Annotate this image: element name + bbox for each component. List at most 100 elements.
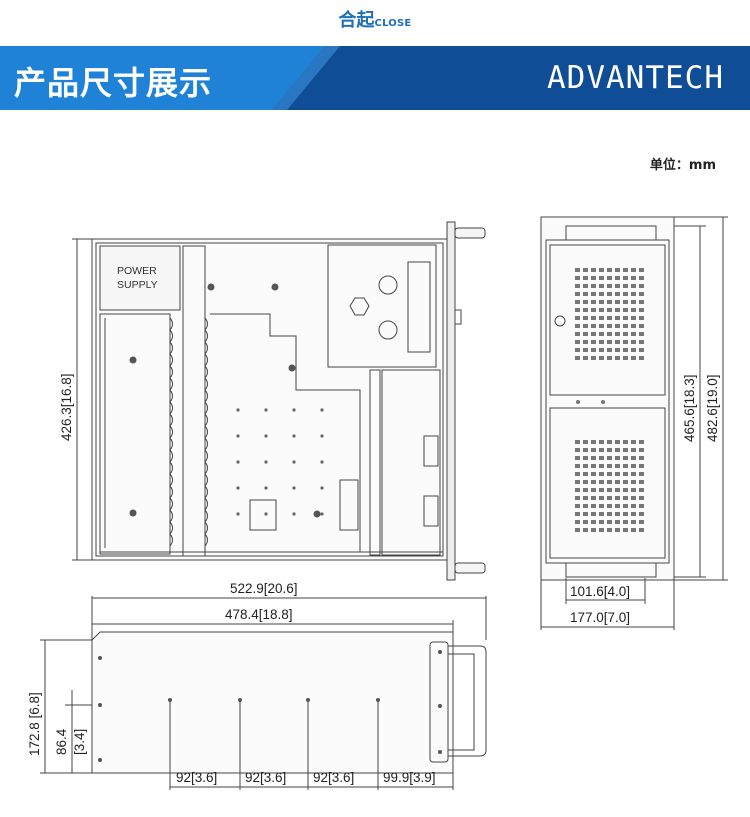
vent-slot	[623, 512, 628, 516]
spacing-dimension-1: 92[3.6]	[176, 770, 217, 785]
side-view	[40, 596, 487, 790]
vent-slot	[591, 528, 596, 532]
vent-slot	[591, 300, 596, 304]
vent-slot	[607, 340, 612, 344]
vent-slot	[623, 456, 628, 460]
vent-slot	[599, 292, 604, 296]
vent-slot	[623, 464, 628, 468]
vent-slot	[615, 356, 620, 360]
vent-slot	[591, 268, 596, 272]
psu-label-line2: SUPPLY	[117, 279, 158, 291]
spacing-dimension-4: 99.9[3.9]	[383, 770, 436, 785]
vent-slot	[599, 520, 604, 524]
vent-slot	[575, 496, 580, 500]
section-title: 产品尺寸展示	[14, 64, 213, 102]
vent-slot	[599, 340, 604, 344]
vent-slot	[591, 496, 596, 500]
vent-slot	[583, 332, 588, 336]
vent-slot	[623, 520, 628, 524]
vent-slot	[607, 292, 612, 296]
side-hole	[98, 656, 102, 660]
vent-slot	[639, 268, 644, 272]
side-height-half-dimension: 86.4	[54, 728, 69, 755]
vent-slot	[591, 316, 596, 320]
vent-slot	[599, 284, 604, 288]
vent-slot	[575, 472, 580, 476]
vent-slot	[599, 316, 604, 320]
vent-slot	[639, 472, 644, 476]
vent-slot	[639, 504, 644, 508]
vent-slot	[575, 292, 580, 296]
vent-slot	[631, 496, 636, 500]
mount-hole	[236, 434, 240, 438]
mount-hole	[320, 408, 324, 412]
vent-slot	[615, 448, 620, 452]
vent-slot	[583, 504, 588, 508]
vent-slot	[623, 300, 628, 304]
spacing-dimension-2: 92[3.6]	[245, 770, 286, 785]
vent-slot	[591, 324, 596, 328]
front-width-outer-dimension: 177.0[7.0]	[570, 610, 630, 625]
mount-hole	[264, 460, 268, 464]
vent-slot	[607, 456, 612, 460]
vent-slot	[607, 356, 612, 360]
vent-slot	[591, 276, 596, 280]
front-height-outer-dimension: 482.6[19.0]	[705, 374, 720, 442]
vent-slot	[631, 528, 636, 532]
vent-slot	[639, 308, 644, 312]
vent-slot	[607, 448, 612, 452]
mount-hole	[264, 434, 268, 438]
mount-hole	[320, 434, 324, 438]
vent-slot	[607, 332, 612, 336]
mount-hole	[264, 486, 268, 490]
vent-slot	[583, 300, 588, 304]
vent-slot	[631, 332, 636, 336]
vent-slot	[639, 480, 644, 484]
vent-slot	[575, 324, 580, 328]
vent-slot	[591, 512, 596, 516]
mount-hole	[320, 486, 324, 490]
vent-slot	[607, 512, 612, 516]
vent-slot	[607, 268, 612, 272]
mount-hole	[264, 408, 268, 412]
close-link[interactable]: 合起CLOSE	[0, 6, 750, 32]
vent-slot	[615, 496, 620, 500]
vent-slot	[615, 440, 620, 444]
vent-slot	[591, 464, 596, 468]
vent-slot	[575, 488, 580, 492]
vent-slot	[631, 316, 636, 320]
vent-slot	[583, 308, 588, 312]
vent-slot	[615, 472, 620, 476]
vent-slot	[607, 440, 612, 444]
vent-slot	[599, 324, 604, 328]
vent-slot	[623, 308, 628, 312]
vent-slot	[583, 268, 588, 272]
vent-slot	[639, 488, 644, 492]
vent-slot	[623, 356, 628, 360]
vent-slot	[615, 456, 620, 460]
vent-slot	[631, 324, 636, 328]
vent-slot	[583, 464, 588, 468]
vent-slot	[591, 308, 596, 312]
vent-slot	[631, 504, 636, 508]
mount-hole	[292, 408, 296, 412]
vent-slot	[639, 324, 644, 328]
side-hole	[306, 698, 310, 702]
spacing-dimension-3: 92[3.6]	[313, 770, 354, 785]
mount-hole	[320, 512, 324, 516]
vent-slot	[591, 356, 596, 360]
vent-slot	[615, 520, 620, 524]
mount-hole	[236, 460, 240, 464]
vent-slot	[599, 528, 604, 532]
screw-icon	[129, 356, 137, 364]
psu-label-line1: POWER	[117, 265, 157, 277]
vent-slot	[639, 340, 644, 344]
vent-slot	[631, 456, 636, 460]
vent-slot	[583, 496, 588, 500]
vent-slot	[631, 440, 636, 444]
vent-slot	[631, 472, 636, 476]
vent-slot	[607, 488, 612, 492]
vent-slot	[623, 528, 628, 532]
vent-slot	[575, 504, 580, 508]
